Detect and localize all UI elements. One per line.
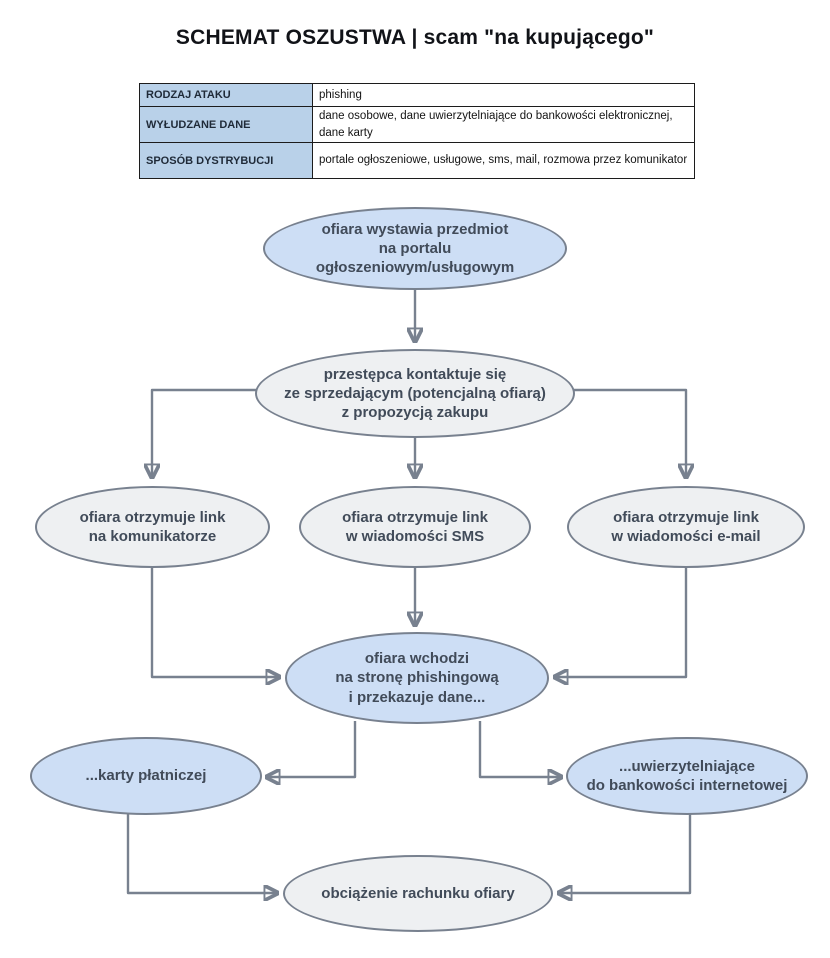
page-title: SCHEMAT OSZUSTWA | scam "na kupującego" bbox=[175, 26, 655, 49]
node-link-messenger: ofiara otrzymuje link na komunikatorze bbox=[35, 486, 270, 568]
row-value: phishing bbox=[312, 83, 695, 107]
row-label: WYŁUDZANE DANE bbox=[139, 106, 313, 143]
node-start: ofiara wystawia przedmiot na portalu ogł… bbox=[263, 207, 567, 290]
node-contact: przestępca kontaktuje się ze sprzedający… bbox=[255, 349, 575, 438]
connector-contact-messenger bbox=[152, 388, 257, 476]
node-link-email: ofiara otrzymuje link w wiadomości e-mai… bbox=[567, 486, 805, 568]
node-phishing-site: ofiara wchodzi na stronę phishingową i p… bbox=[285, 632, 549, 724]
connector-phishing-banking bbox=[478, 721, 560, 777]
node-label: ofiara wystawia przedmiot na portalu ogł… bbox=[315, 220, 515, 277]
row-value: portale ogłoszeniowe, usługowe, sms, mai… bbox=[312, 142, 695, 179]
node-label: ofiara otrzymuje link w wiadomości SMS bbox=[342, 508, 488, 545]
node-label: ofiara wchodzi na stronę phishingową i p… bbox=[335, 650, 499, 706]
connector-phishing-card bbox=[268, 721, 357, 777]
node-account-debit: obciążenie rachunku ofiary bbox=[283, 855, 553, 932]
row-label: RODZAJ ATAKU bbox=[139, 83, 313, 107]
node-card-data: ...karty płatniczej bbox=[30, 737, 262, 815]
node-label: ...uwierzytelniające do bankowości inter… bbox=[586, 757, 788, 794]
connector-banking-debit bbox=[560, 813, 692, 893]
node-label: ofiara otrzymuje link na komunikatorze bbox=[79, 508, 226, 545]
node-label: przestępca kontaktuje się ze sprzedający… bbox=[284, 365, 546, 422]
node-banking-creds: ...uwierzytelniające do bankowości inter… bbox=[566, 737, 808, 815]
connector-card-debit bbox=[126, 813, 276, 893]
row-label: SPOSÓB DYSTRYBUCJI bbox=[139, 142, 313, 179]
node-label: ofiara otrzymuje link w wiadomości e-mai… bbox=[611, 508, 761, 545]
node-link-sms: ofiara otrzymuje link w wiadomości SMS bbox=[299, 486, 531, 568]
row-value: dane osobowe, dane uwierzytelniające do … bbox=[312, 106, 695, 143]
attack-info-table: RODZAJ ATAKU phishing WYŁUDZANE DANE dan… bbox=[139, 83, 695, 179]
table-row: RODZAJ ATAKU phishing bbox=[139, 83, 695, 107]
table-row: WYŁUDZANE DANE dane osobowe, dane uwierz… bbox=[139, 106, 695, 143]
connector-messenger-phishing bbox=[150, 568, 278, 677]
node-label: ...karty płatniczej bbox=[85, 767, 207, 785]
table-row: SPOSÓB DYSTRYBUCJI portale ogłoszeniowe,… bbox=[139, 142, 695, 179]
connector-contact-email bbox=[573, 388, 686, 476]
connector-email-phishing bbox=[556, 568, 688, 677]
node-label: obciążenie rachunku ofiary bbox=[321, 884, 515, 902]
